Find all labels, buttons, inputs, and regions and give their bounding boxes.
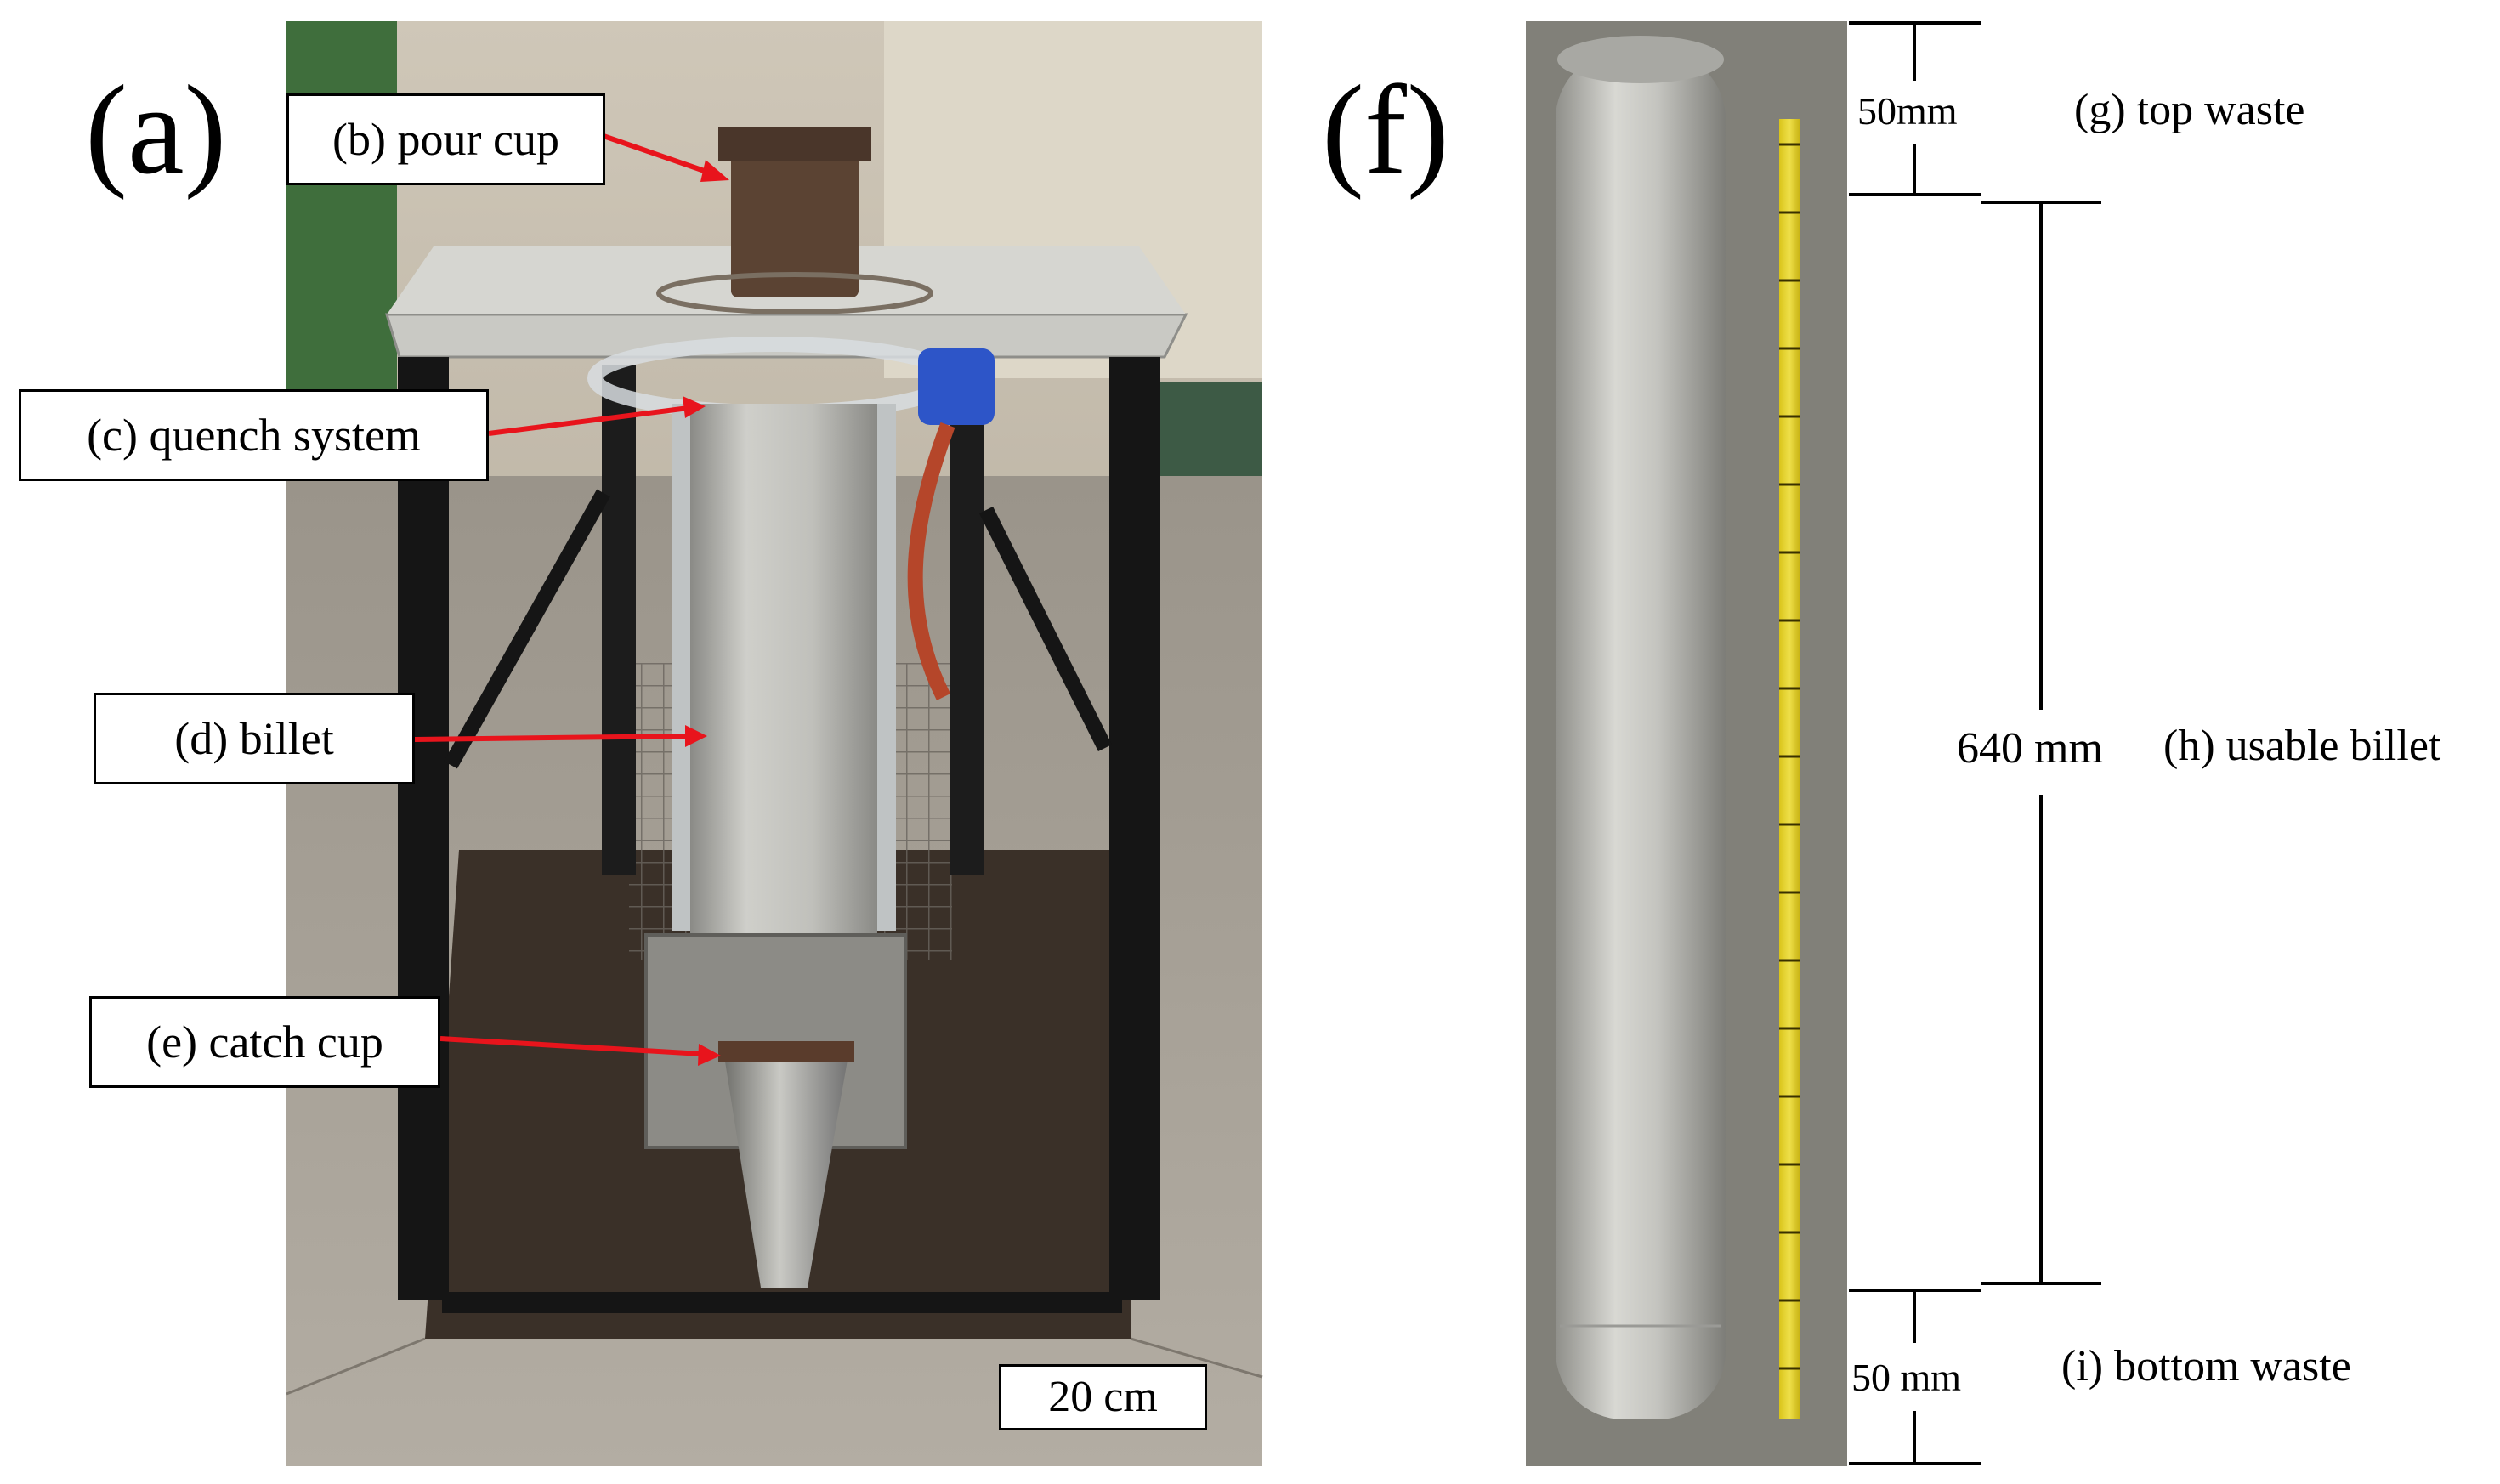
label-bottom-waste: (i) bottom waste — [2061, 1342, 2351, 1391]
label-usable-billet: (h) usable billet — [2163, 722, 2441, 770]
dim-middle-label: 640 mm — [1957, 724, 2103, 773]
dim-top-label: 50mm — [1857, 89, 1958, 133]
scale-bar-label: 20 cm — [999, 1364, 1207, 1430]
hose — [907, 422, 955, 701]
callout-quench-system: (c) quench system — [19, 389, 489, 481]
label-top-waste: (g) top waste — [2074, 86, 2305, 134]
callout-pour-cup: (b) pour cup — [286, 93, 605, 185]
dim-bottom-label: 50 mm — [1851, 1356, 1962, 1399]
billet-object — [644, 404, 907, 1288]
panel-a-label: (a) — [85, 59, 227, 201]
callout-catch-cup: (e) catch cup — [89, 996, 440, 1088]
photo-billet — [1526, 21, 1847, 1466]
arrow-catch-cup — [439, 1036, 721, 1066]
pour-cup-object — [656, 127, 933, 314]
arrow-pour-cup — [603, 133, 729, 182]
arrow-quench — [488, 396, 706, 436]
casting-frame — [384, 246, 1188, 1313]
arrow-billet — [414, 725, 707, 747]
dimension-middle — [1981, 201, 2101, 1285]
panel-f-label: (f) — [1322, 59, 1449, 201]
callout-billet: (d) billet — [94, 693, 415, 784]
dimension-bottom — [1849, 1289, 1981, 1465]
dimension-top — [1849, 21, 1981, 196]
